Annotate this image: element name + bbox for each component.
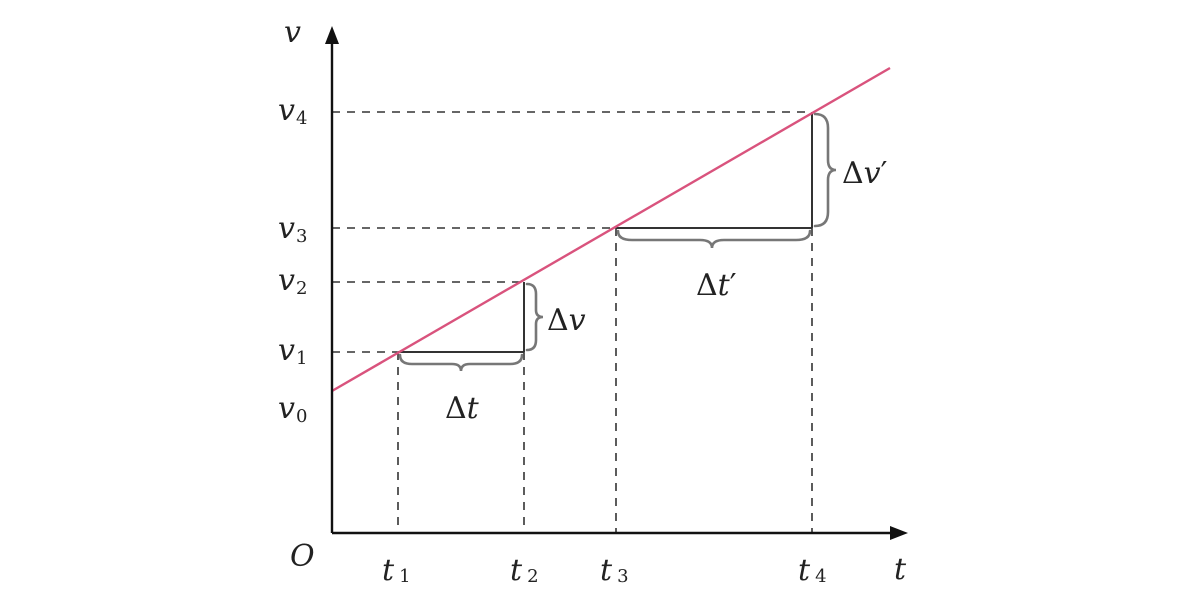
origin-label: O (290, 539, 315, 574)
brace-delta-v-prime (813, 112, 837, 228)
brace-delta-v (525, 282, 544, 352)
y-axis-arrow-icon (325, 26, 339, 44)
annotation-delta-v: Δv (547, 303, 586, 338)
y-tick-label-v2: v2 (278, 263, 307, 299)
axes (330, 38, 896, 535)
x-axis-arrow-icon (890, 526, 908, 540)
triangle-legs (398, 112, 813, 353)
annotation-delta-t: Δt (445, 391, 480, 426)
annotation-delta-v-prime: Δv′ (842, 156, 888, 191)
velocity-line (331, 66, 891, 393)
y-tick-label-v0: v0 (278, 391, 307, 427)
y-tick-label-v1: v1 (278, 333, 307, 369)
y-tick-label-v4: v4 (278, 93, 307, 129)
x-axis-label: t (894, 552, 907, 587)
brace-delta-t-prime (616, 229, 812, 249)
y-tick-label-v3: v3 (278, 211, 307, 247)
brace-delta-t (398, 353, 524, 372)
dashed-guides (332, 111, 813, 533)
annotation-delta-t-prime: Δt′ (696, 268, 737, 303)
braces (398, 112, 837, 372)
y-axis-label: v (284, 15, 301, 50)
